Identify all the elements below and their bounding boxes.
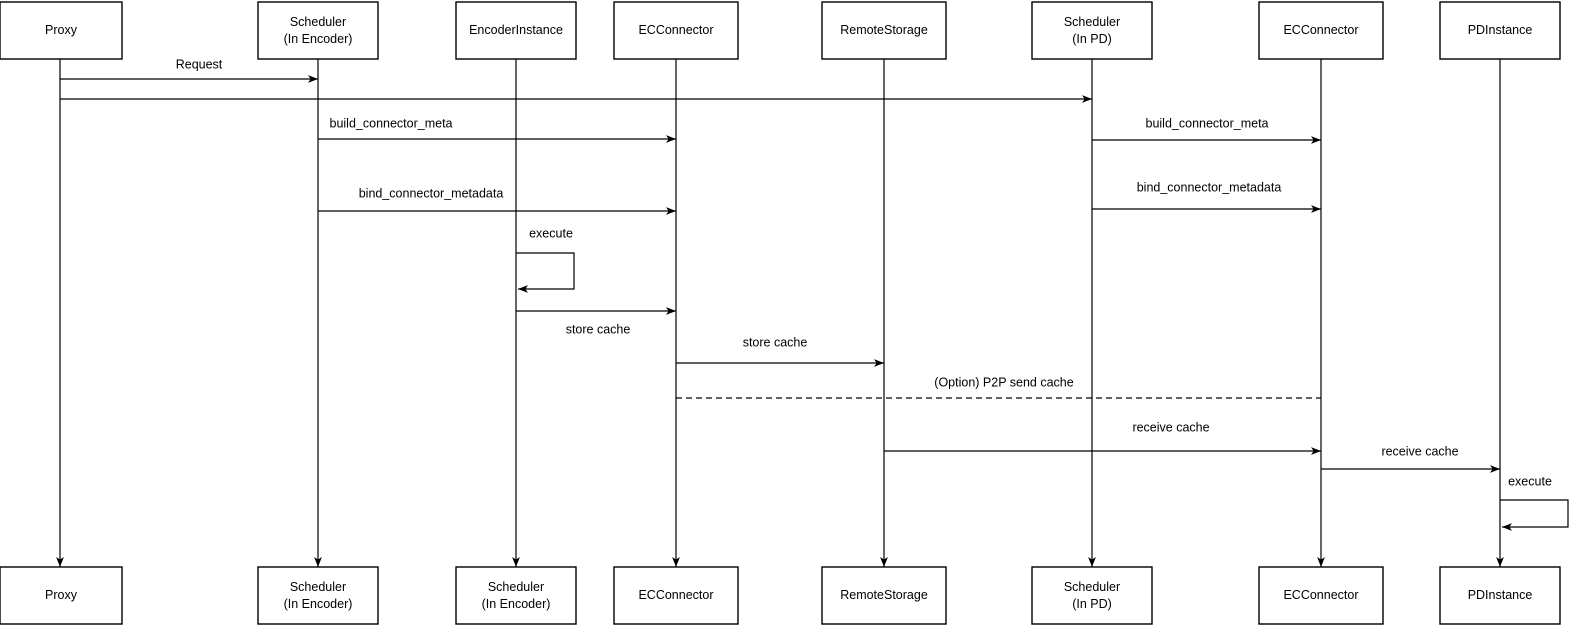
bottom-participant-label-scheduler-in-pd: Scheduler [1064, 580, 1120, 594]
bottom-participant-box-ec-connector-pd[interactable] [1258, 566, 1384, 625]
top-participant-box-proxy[interactable] [0, 1, 123, 60]
self-message-arrow-execute-pd-instance [1500, 499, 1569, 531]
bottom-participant-sublabel-scheduler-in-encoder: (In Encoder) [284, 597, 353, 611]
message-label-receive-cache-remote-to-ec: receive cache [1132, 420, 1209, 434]
top-participant-boxes: Proxy Scheduler (In Encoder) EncoderInstanc… [0, 1, 1561, 60]
message-receive-cache-ec-to-pd[interactable]: receive cache [1321, 444, 1500, 473]
top-participant-label-proxy: Proxy [45, 23, 78, 37]
message-build-connector-meta-pd[interactable]: build_connector_meta [1092, 116, 1321, 144]
top-participant-label-ec-connector-encoder: ECConnector [638, 23, 713, 37]
message-label-build-connector-meta-encoder: build_connector_meta [330, 116, 453, 130]
messages-layer: Request build_connector_meta build_connect… [60, 57, 1500, 473]
bottom-participant-sublabel-encoder-instance: (In Encoder) [482, 597, 551, 611]
self-message-execute-encoder-instance[interactable]: execute [516, 226, 575, 293]
bottom-participant-proxy[interactable]: Proxy [0, 566, 123, 625]
bottom-participant-label-encoder-instance: Scheduler [488, 580, 544, 594]
bottom-participant-pd-instance[interactable]: PDInstance [1439, 566, 1561, 625]
bottom-participant-scheduler-in-encoder[interactable]: Scheduler (In Encoder) [257, 566, 379, 625]
top-participant-box-scheduler-in-encoder[interactable] [257, 1, 379, 60]
bottom-participant-box-scheduler-in-pd[interactable] [1031, 566, 1153, 625]
top-participant-box-pd-instance[interactable] [1439, 1, 1561, 60]
bottom-participant-label-proxy: Proxy [45, 588, 78, 602]
top-participant-scheduler-in-encoder[interactable]: Scheduler (In Encoder) [257, 1, 379, 60]
bottom-participant-sublabel-scheduler-in-pd: (In PD) [1072, 597, 1112, 611]
lifelines-layer [56, 59, 1504, 567]
top-participant-sublabel-scheduler-in-pd: (In PD) [1072, 32, 1112, 46]
bottom-participant-encoder-instance[interactable]: Scheduler (In Encoder) [455, 566, 577, 625]
top-participant-encoder-instance[interactable]: EncoderInstance [455, 1, 577, 60]
bottom-participant-label-ec-connector-pd: ECConnector [1283, 588, 1358, 602]
bottom-participant-ec-connector-pd[interactable]: ECConnector [1258, 566, 1384, 625]
message-label-bind-connector-metadata-pd: bind_connector_metadata [1137, 180, 1282, 194]
message-p2p-send-cache[interactable]: (Option) P2P send cache [676, 375, 1321, 399]
message-label-bind-connector-metadata-encoder: bind_connector_metadata [359, 186, 504, 200]
message-label-receive-cache-ec-to-pd: receive cache [1381, 444, 1458, 458]
bottom-participant-label-remote-storage: RemoteStorage [840, 588, 928, 602]
top-participant-label-scheduler-in-encoder: Scheduler [290, 15, 346, 29]
bottom-participant-label-pd-instance: PDInstance [1468, 588, 1533, 602]
bottom-participant-box-ec-connector-encoder[interactable] [613, 566, 739, 625]
bottom-participant-label-ec-connector-encoder: ECConnector [638, 588, 713, 602]
top-participant-remote-storage[interactable]: RemoteStorage [821, 1, 947, 60]
message-bind-connector-metadata-pd[interactable]: bind_connector_metadata [1092, 180, 1321, 213]
top-participant-ec-connector-pd[interactable]: ECConnector [1258, 1, 1384, 60]
bottom-participant-box-pd-instance[interactable] [1439, 566, 1561, 625]
bottom-participant-box-encoder-instance[interactable] [455, 566, 577, 625]
bottom-participant-remote-storage[interactable]: RemoteStorage [821, 566, 947, 625]
top-participant-box-ec-connector-pd[interactable] [1258, 1, 1384, 60]
self-message-label-execute-encoder-instance: execute [529, 226, 573, 240]
self-message-execute-pd-instance[interactable]: execute [1500, 474, 1569, 531]
top-participant-box-scheduler-in-pd[interactable] [1031, 1, 1153, 60]
message-label-store-cache-encoder: store cache [566, 322, 631, 336]
message-label-request: Request [176, 57, 223, 71]
message-build-connector-meta-encoder[interactable]: build_connector_meta [318, 116, 676, 143]
message-label-store-cache-remote: store cache [743, 335, 808, 349]
message-request[interactable]: Request [60, 57, 318, 83]
top-participant-label-pd-instance: PDInstance [1468, 23, 1533, 37]
bottom-participant-scheduler-in-pd[interactable]: Scheduler (In PD) [1031, 566, 1153, 625]
bottom-participant-box-proxy[interactable] [0, 566, 123, 625]
bottom-participant-box-remote-storage[interactable] [821, 566, 947, 625]
top-participant-sublabel-scheduler-in-encoder: (In Encoder) [284, 32, 353, 46]
top-participant-proxy[interactable]: Proxy [0, 1, 123, 60]
top-participant-ec-connector-encoder[interactable]: ECConnector [613, 1, 739, 60]
top-participant-scheduler-in-pd[interactable]: Scheduler (In PD) [1031, 1, 1153, 60]
message-store-cache-encoder[interactable]: store cache [516, 307, 676, 336]
top-participant-pd-instance[interactable]: PDInstance [1439, 1, 1561, 60]
top-participant-box-encoder-instance[interactable] [455, 1, 577, 60]
bottom-participant-label-scheduler-in-encoder: Scheduler [290, 580, 346, 594]
bottom-participant-boxes: Proxy Scheduler (In Encoder) Scheduler (In E… [0, 566, 1561, 625]
message-receive-cache-remote-to-ec[interactable]: receive cache [884, 420, 1321, 455]
top-participant-box-remote-storage[interactable] [821, 1, 947, 60]
bottom-participant-ec-connector-encoder[interactable]: ECConnector [613, 566, 739, 625]
message-label-p2p-send-cache: (Option) P2P send cache [934, 375, 1073, 389]
self-message-arrow-execute-encoder-instance [516, 252, 575, 293]
self-message-label-execute-pd-instance: execute [1508, 474, 1552, 488]
top-participant-label-ec-connector-pd: ECConnector [1283, 23, 1358, 37]
top-participant-label-encoder-instance: EncoderInstance [469, 23, 563, 37]
bottom-participant-box-scheduler-in-encoder[interactable] [257, 566, 379, 625]
message-bind-connector-metadata-encoder[interactable]: bind_connector_metadata [318, 186, 676, 215]
message-store-cache-remote[interactable]: store cache [676, 335, 884, 367]
self-messages-layer: execute execute [516, 226, 1569, 531]
top-participant-label-remote-storage: RemoteStorage [840, 23, 928, 37]
top-participant-box-ec-connector-encoder[interactable] [613, 1, 739, 60]
message-label-build-connector-meta-pd: build_connector_meta [1146, 116, 1269, 130]
top-participant-label-scheduler-in-pd: Scheduler [1064, 15, 1120, 29]
